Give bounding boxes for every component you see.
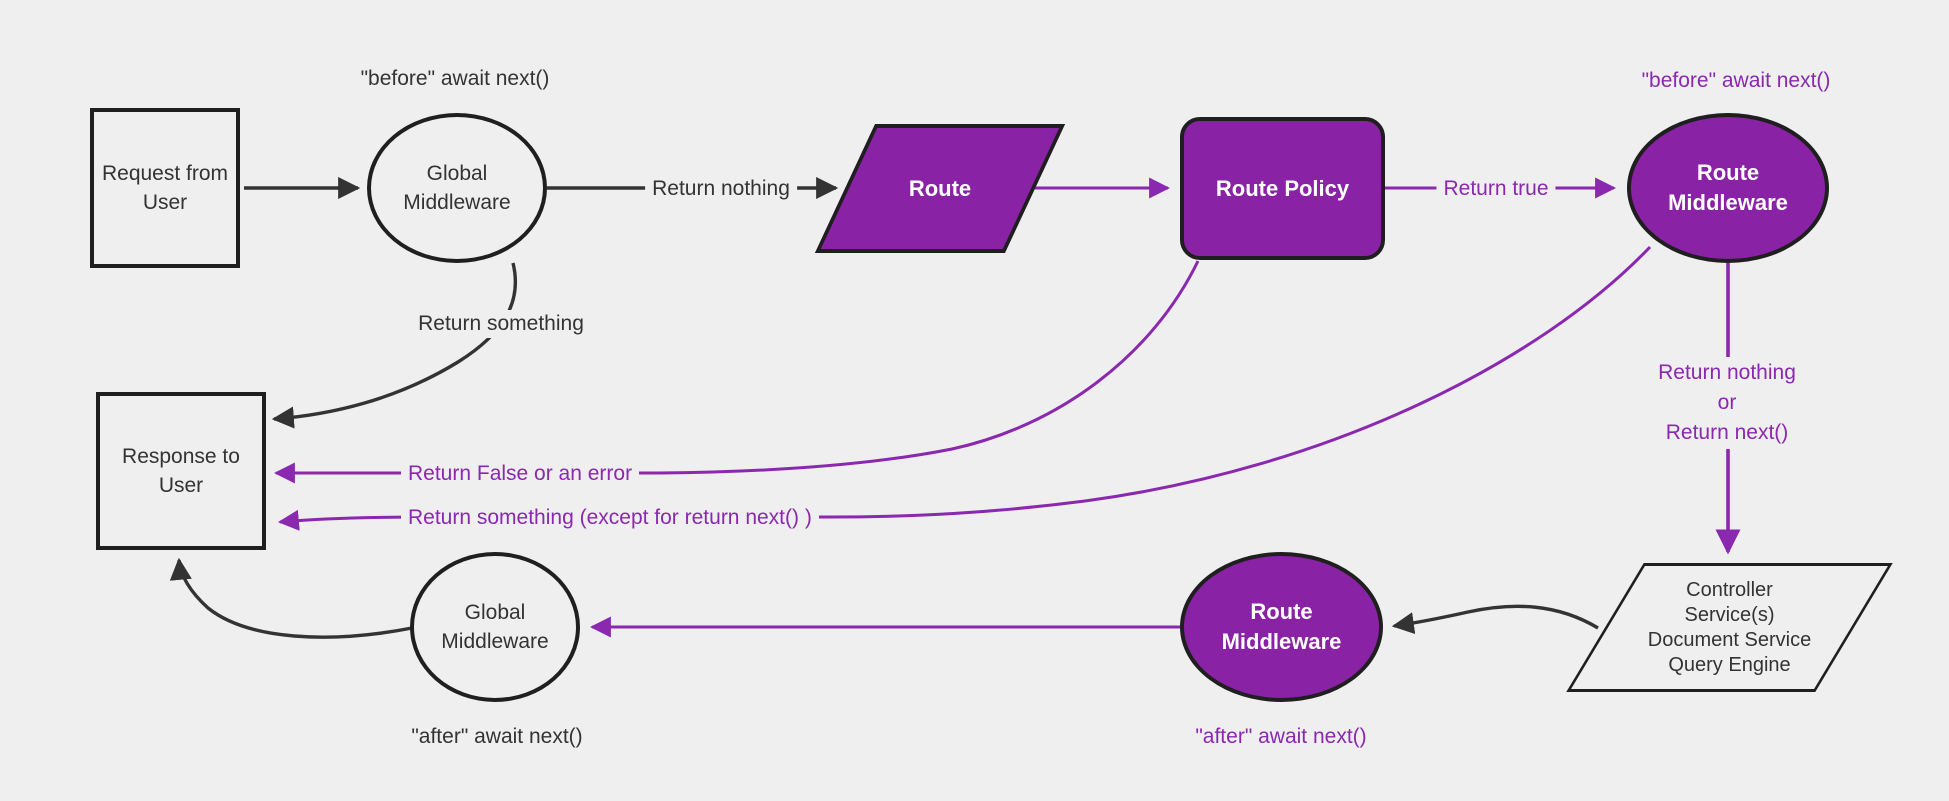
label-before-await-next-global: "before" await next(): [360, 67, 550, 90]
node-label: Route: [1696, 160, 1760, 185]
node-label: Service(s): [1684, 603, 1775, 626]
node-label: Middleware: [403, 191, 511, 214]
node-services: Controller Service(s) Document Service Q…: [1566, 563, 1893, 692]
node-global-middleware-bottom: Global Middleware: [410, 552, 580, 702]
label-line: or: [1717, 391, 1737, 414]
node-label: Route: [1250, 599, 1313, 624]
node-label: Query Engine: [1668, 653, 1791, 676]
label-return-false-or-error: Return False or an error: [401, 460, 640, 488]
node-route-middleware-bottom: Route Middleware: [1180, 552, 1383, 702]
node-route-policy: Route Policy: [1180, 117, 1385, 260]
edge-services-to-route-middleware-bottom: [1391, 604, 1599, 635]
label-return-nothing: Return nothing: [645, 175, 797, 203]
node-label: User: [158, 474, 204, 497]
node-route-middleware-top: Route Middleware: [1627, 113, 1829, 263]
label-return-something: Return something: [411, 310, 591, 338]
edge-route-policy-return-false-to-response: [273, 260, 1200, 484]
edge-route-middleware-return-something-to-response: [277, 245, 1652, 531]
node-global-middleware-top: Global Middleware: [367, 113, 547, 263]
label-line: Return nothing: [1658, 361, 1796, 384]
node-label: Request from: [101, 162, 229, 185]
label-before-await-next-route-middleware: "before" await next(): [1641, 69, 1831, 92]
label-after-await-next-route-middleware: "after" await next(): [1195, 725, 1367, 748]
node-label: Global: [464, 601, 526, 624]
label-after-await-next-global: "after" await next(): [411, 725, 583, 748]
node-request-from-user: Request from User: [90, 108, 240, 268]
edge-global-middleware-bottom-to-response: [169, 557, 413, 639]
node-label: Controller: [1686, 578, 1773, 601]
label-return-something-except: Return something (except for return next…: [401, 504, 819, 532]
label-return-nothing-or-return-next: Return nothing or Return next(): [1651, 357, 1803, 449]
label-return-true: Return true: [1436, 175, 1556, 203]
label-line: Return next(): [1665, 421, 1789, 444]
node-label: Route Policy: [1215, 175, 1350, 201]
node-label: Middleware: [1221, 629, 1342, 654]
edge-global-middleware-return-something-to-response: [271, 262, 518, 429]
node-response-to-user: Response to User: [96, 392, 266, 550]
node-label: Document Service: [1647, 628, 1812, 651]
node-label: User: [142, 191, 188, 214]
node-label: Route: [908, 175, 972, 201]
node-label: Response to: [122, 445, 240, 468]
node-label: Middleware: [1668, 190, 1788, 215]
node-label: Global: [426, 162, 488, 185]
node-label: Middleware: [441, 630, 549, 653]
node-route: Route: [814, 124, 1066, 253]
